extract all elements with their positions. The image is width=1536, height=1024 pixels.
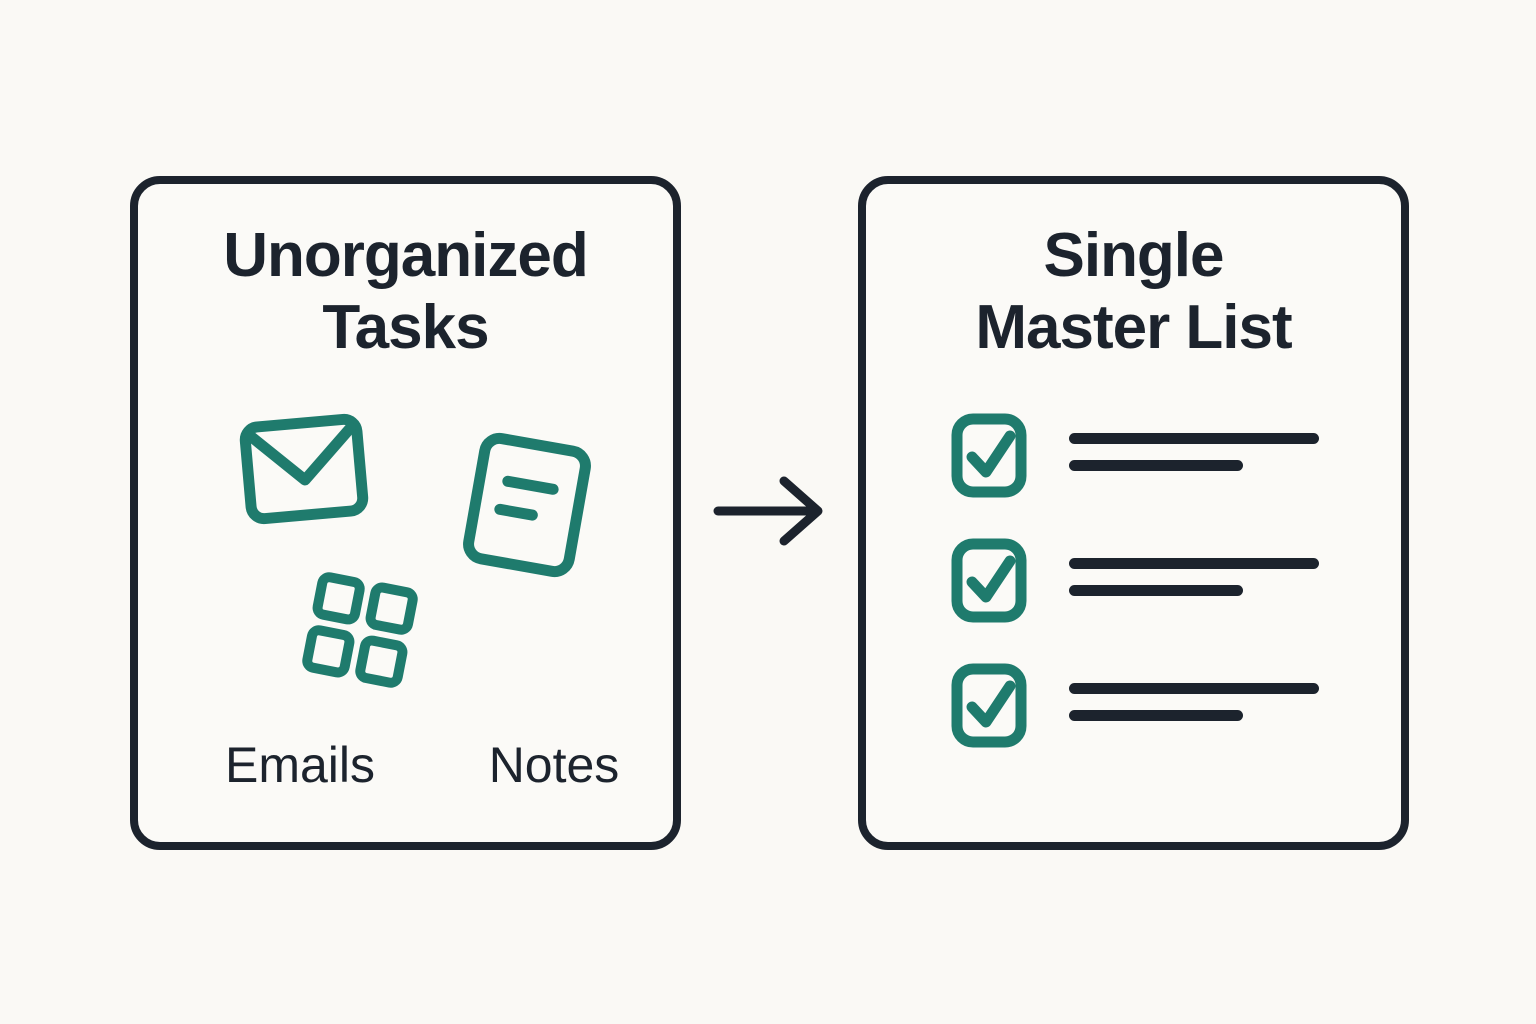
note-icon <box>459 429 595 581</box>
checked-checkbox-icon <box>951 413 1027 498</box>
notes-label: Notes <box>488 737 620 793</box>
left-panel-title-line1: Unorganized <box>223 221 588 290</box>
placeholder-line-short <box>1069 710 1243 721</box>
task-text-placeholder <box>1069 558 1319 596</box>
grid-icon <box>299 569 421 691</box>
placeholder-line-long <box>1069 683 1319 694</box>
right-arrow-icon <box>712 474 828 553</box>
envelope-icon <box>237 411 372 528</box>
task-text-placeholder <box>1069 683 1319 721</box>
right-panel-title-line1: Single <box>1043 221 1224 290</box>
checked-checkbox-icon <box>951 538 1027 623</box>
placeholder-line-short <box>1069 585 1243 596</box>
checked-checkbox-icon <box>951 663 1027 748</box>
task-text-placeholder <box>1069 433 1319 471</box>
left-panel-title: Unorganized Tasks <box>138 220 673 364</box>
placeholder-line-long <box>1069 433 1319 444</box>
unorganized-tasks-panel: Unorganized Tasks <box>130 176 681 850</box>
master-list-panel: Single Master List <box>858 176 1409 850</box>
checklist-item <box>951 538 1319 623</box>
right-panel-title-line2: Master List <box>975 293 1292 363</box>
checklist-item <box>951 663 1319 748</box>
checklist <box>951 413 1319 748</box>
placeholder-line-long <box>1069 558 1319 569</box>
left-panel-title-line2: Tasks <box>322 293 489 363</box>
emails-label: Emails <box>224 737 376 793</box>
checklist-item <box>951 413 1319 498</box>
placeholder-line-short <box>1069 460 1243 471</box>
right-panel-title: Single Master List <box>866 220 1401 364</box>
